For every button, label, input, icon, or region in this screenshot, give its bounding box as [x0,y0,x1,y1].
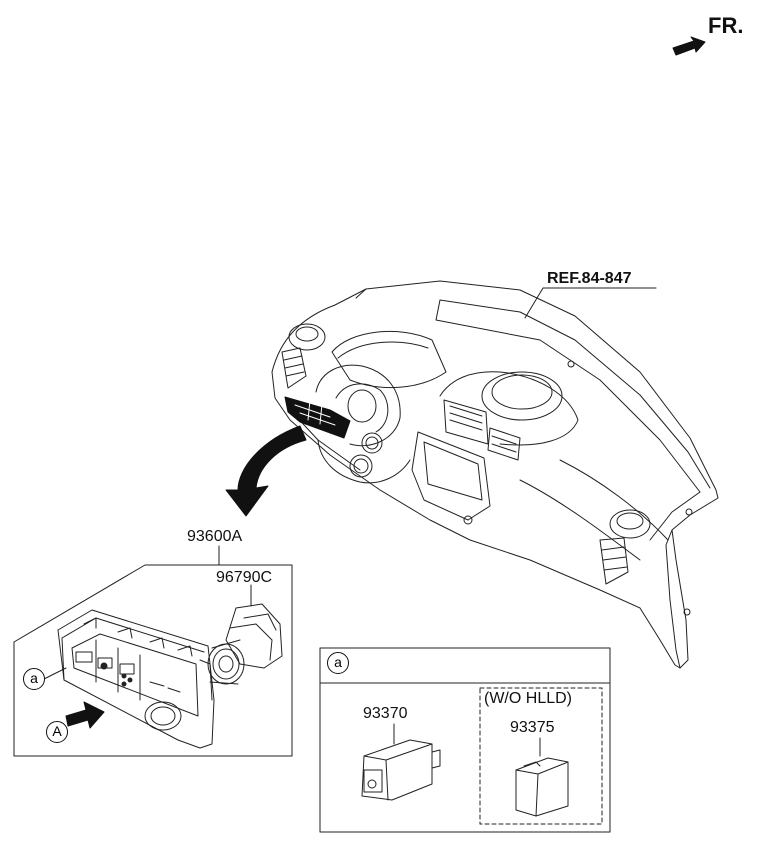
view-a-arrow-icon [65,701,105,729]
part-93370-drawing [361,723,441,801]
assembly-part-number: 93600A [187,528,243,545]
part-93375-number: 93375 [510,719,555,736]
light-switch-part [207,584,283,685]
variant-dashed-frame [479,687,603,825]
detail-a-leader-line [43,667,67,680]
part-93370-number: 93370 [363,705,408,722]
part-93375-drawing [515,737,569,817]
location-arrow-icon [225,425,307,517]
detail-header-marker: a [327,652,349,674]
view-a-marker: A [46,721,68,743]
detail-a-marker: a [23,668,45,690]
ref-label: REF.84-847 [547,270,632,287]
detail-frame [319,647,611,833]
variant-note: (W/O HLLD) [484,690,572,707]
light-switch-part-number: 96790C [216,569,273,586]
front-direction-arrow-icon [672,36,706,56]
switch-panel-part [57,609,215,749]
ref-leader-line [524,287,657,319]
dashboard-panel [271,280,719,669]
assembly-frame [13,564,293,757]
front-label: FR. [708,13,744,38]
